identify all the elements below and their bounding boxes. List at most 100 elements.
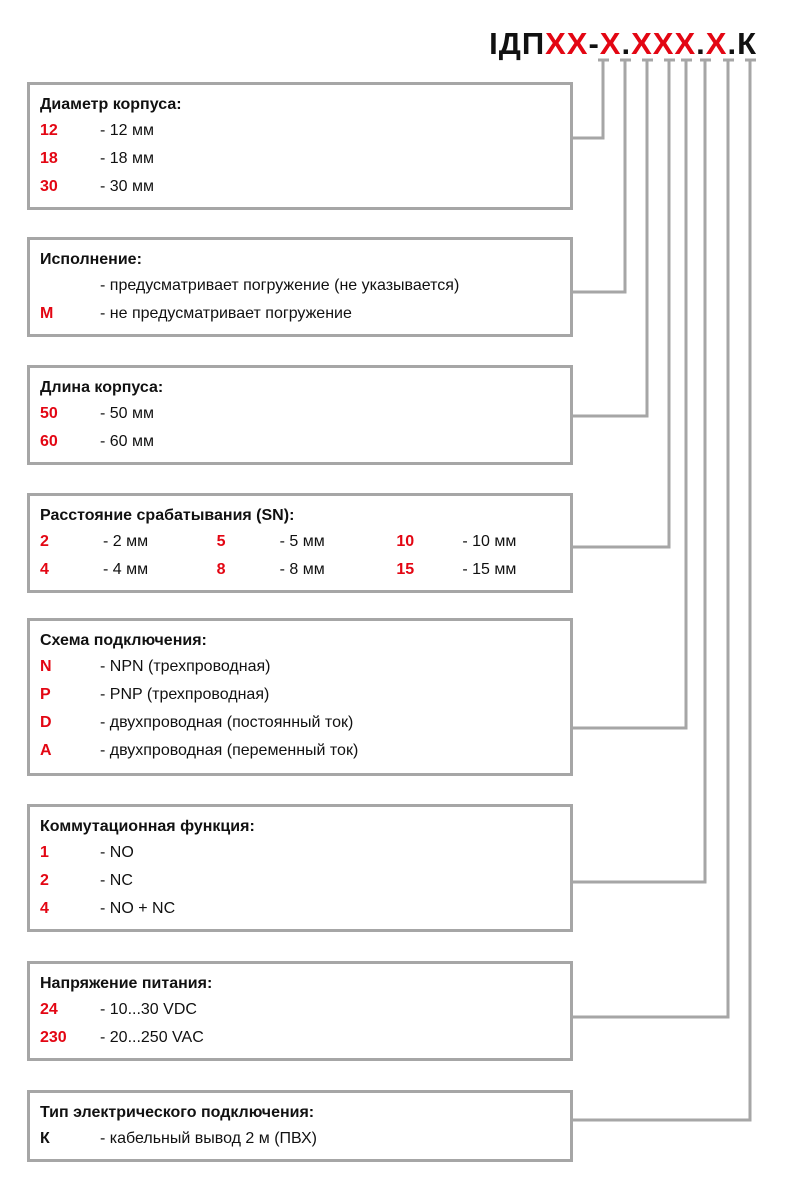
option-key: D bbox=[40, 714, 52, 731]
option-desc: - 50 мм bbox=[100, 405, 155, 422]
section-supply-voltage: Напряжение питания: 24 - 10...30 VDC 230 -… bbox=[27, 961, 573, 1061]
option-key: M bbox=[40, 305, 54, 322]
option-desc: - 15 мм bbox=[462, 561, 517, 578]
connector-diameter bbox=[573, 60, 605, 140]
option-cell: 5 - 5 мм bbox=[217, 528, 394, 556]
code-part: XXX bbox=[631, 26, 697, 61]
section-switching-function: Коммутационная функция: 1 - NO 2 - NC 4 - N… bbox=[27, 804, 573, 932]
option-desc: - 10...30 VDC bbox=[100, 1001, 197, 1018]
section-title: Напряжение питания: bbox=[40, 975, 213, 992]
option-desc: - NC bbox=[100, 872, 133, 889]
option-row: N - NPN (трехпроводная) bbox=[40, 653, 570, 681]
option-row: 12 - 12 мм bbox=[40, 117, 570, 145]
code-part: . bbox=[696, 26, 706, 61]
option-row: 18 - 18 мм bbox=[40, 145, 570, 173]
option-key: 50 bbox=[40, 405, 58, 422]
option-row: 30 - 30 мм bbox=[40, 173, 570, 201]
section-title: Схема подключения: bbox=[40, 632, 207, 649]
option-desc: - 60 мм bbox=[100, 433, 155, 450]
connector-wiring bbox=[573, 60, 688, 730]
option-desc: - двухпроводная (переменный ток) bbox=[100, 742, 359, 759]
option-key: 1 bbox=[40, 844, 49, 861]
option-desc: - 4 мм bbox=[103, 561, 149, 578]
connector-voltage bbox=[573, 60, 730, 1019]
option-cell: 15 - 15 мм bbox=[393, 556, 570, 584]
option-key: 24 bbox=[40, 1001, 58, 1018]
option-desc: - PNP (трехпроводная) bbox=[100, 686, 270, 703]
option-row: M - не предусматривает погружение bbox=[40, 300, 570, 328]
section-title: Длина корпуса: bbox=[40, 379, 164, 396]
section-title: Коммутационная функция: bbox=[40, 818, 255, 835]
option-key: 12 bbox=[40, 122, 58, 139]
option-desc: - предусматривает погружение (не указыва… bbox=[100, 277, 460, 294]
option-row: 60 - 60 мм bbox=[40, 428, 570, 456]
option-key: 2 bbox=[40, 872, 49, 889]
option-desc: - NO + NC bbox=[100, 900, 176, 917]
section-title: Тип электрического подключения: bbox=[40, 1104, 315, 1121]
option-key: 60 bbox=[40, 433, 58, 450]
option-row: D- двухпроводная (постоянный ток) bbox=[40, 709, 570, 737]
option-key: 5 bbox=[216, 533, 226, 550]
section-execution: Исполнение: - предусматривает погружение… bbox=[27, 237, 573, 337]
option-key: N bbox=[40, 658, 52, 675]
section-title: Исполнение: bbox=[40, 251, 142, 268]
option-desc: - 2 мм bbox=[103, 533, 149, 550]
code-part: XX bbox=[545, 26, 589, 61]
option-key: 30 bbox=[40, 178, 58, 195]
connector-execution bbox=[573, 60, 627, 294]
option-key: 2 bbox=[40, 533, 49, 550]
option-row: 2 - NC bbox=[40, 867, 570, 895]
code-part: X bbox=[599, 26, 622, 61]
option-row: 50 - 50 мм bbox=[40, 400, 570, 428]
option-key: 230 bbox=[40, 1029, 67, 1046]
option-desc: - не предусматривает погружение bbox=[100, 305, 352, 322]
section-diameter: Диаметр корпуса: 12 - 12 мм 18 - 18 мм 30 -… bbox=[27, 82, 573, 210]
section-title: Диаметр корпуса: bbox=[40, 96, 182, 113]
option-key: A bbox=[40, 742, 52, 759]
section-title: Расстояние срабатывания (SN): bbox=[40, 507, 295, 524]
option-desc: - 30 мм bbox=[100, 178, 155, 195]
section-wiring: Схема подключения: N - NPN (трехпроводная… bbox=[27, 618, 573, 776]
option-key: 10 bbox=[396, 533, 415, 550]
option-grid: 2 - 2 мм 5 - 5 мм 10 - 10 мм 4 - 4 мм 8 - 8 м… bbox=[40, 528, 570, 584]
option-row: A - двухпроводная (переменный ток) bbox=[40, 737, 570, 765]
connector-length bbox=[573, 60, 649, 418]
option-cell: 10 - 10 мм bbox=[393, 528, 570, 556]
section-length: Длина корпуса: 50 - 50 мм 60 - 60 мм bbox=[27, 365, 573, 465]
connector-function bbox=[573, 60, 707, 884]
option-desc: - 12 мм bbox=[100, 122, 155, 139]
option-desc: - 8 мм bbox=[279, 561, 325, 578]
option-row: 230 - 20...250 VAC bbox=[40, 1024, 570, 1052]
option-row: - предусматривает погружение (не указыва… bbox=[40, 272, 570, 300]
option-key: 15 bbox=[396, 561, 415, 578]
code-part: X bbox=[705, 26, 728, 61]
option-cell: 8 - 8 мм bbox=[217, 556, 394, 584]
code-part: . bbox=[621, 26, 632, 61]
code-part: ІДП bbox=[489, 26, 546, 61]
option-key bbox=[40, 272, 100, 300]
option-key: P bbox=[40, 686, 51, 703]
option-desc: - 5 мм bbox=[279, 533, 325, 550]
connector-distance bbox=[573, 60, 671, 549]
option-key: 8 bbox=[216, 561, 226, 578]
option-cell: 2 - 2 мм bbox=[40, 528, 217, 556]
option-cell: 4 - 4 мм bbox=[40, 556, 217, 584]
code-part: .К bbox=[727, 26, 757, 61]
option-desc: - 20...250 VAC bbox=[100, 1029, 204, 1046]
option-desc: - NPN (трехпроводная) bbox=[100, 658, 271, 675]
option-desc: - кабельный вывод 2 м (ПВХ) bbox=[100, 1130, 317, 1147]
product-code: ІДПXX-X.XXX.X.К bbox=[489, 28, 757, 59]
option-desc: - NO bbox=[100, 844, 134, 861]
option-desc: - 18 мм bbox=[100, 150, 155, 167]
option-row: P - PNP (трехпроводная) bbox=[40, 681, 570, 709]
option-desc: - 10 мм bbox=[462, 533, 517, 550]
option-key: 4 bbox=[40, 561, 49, 578]
option-key: 18 bbox=[40, 150, 58, 167]
option-key: 4 bbox=[40, 900, 49, 917]
section-electrical-connection: Тип электрического подключения: К - кабел… bbox=[27, 1090, 573, 1162]
option-row: 4 - NO + NC bbox=[40, 895, 570, 923]
option-row: 24 - 10...30 VDC bbox=[40, 996, 570, 1024]
option-key: К bbox=[40, 1130, 50, 1147]
code-part: - bbox=[588, 26, 600, 61]
